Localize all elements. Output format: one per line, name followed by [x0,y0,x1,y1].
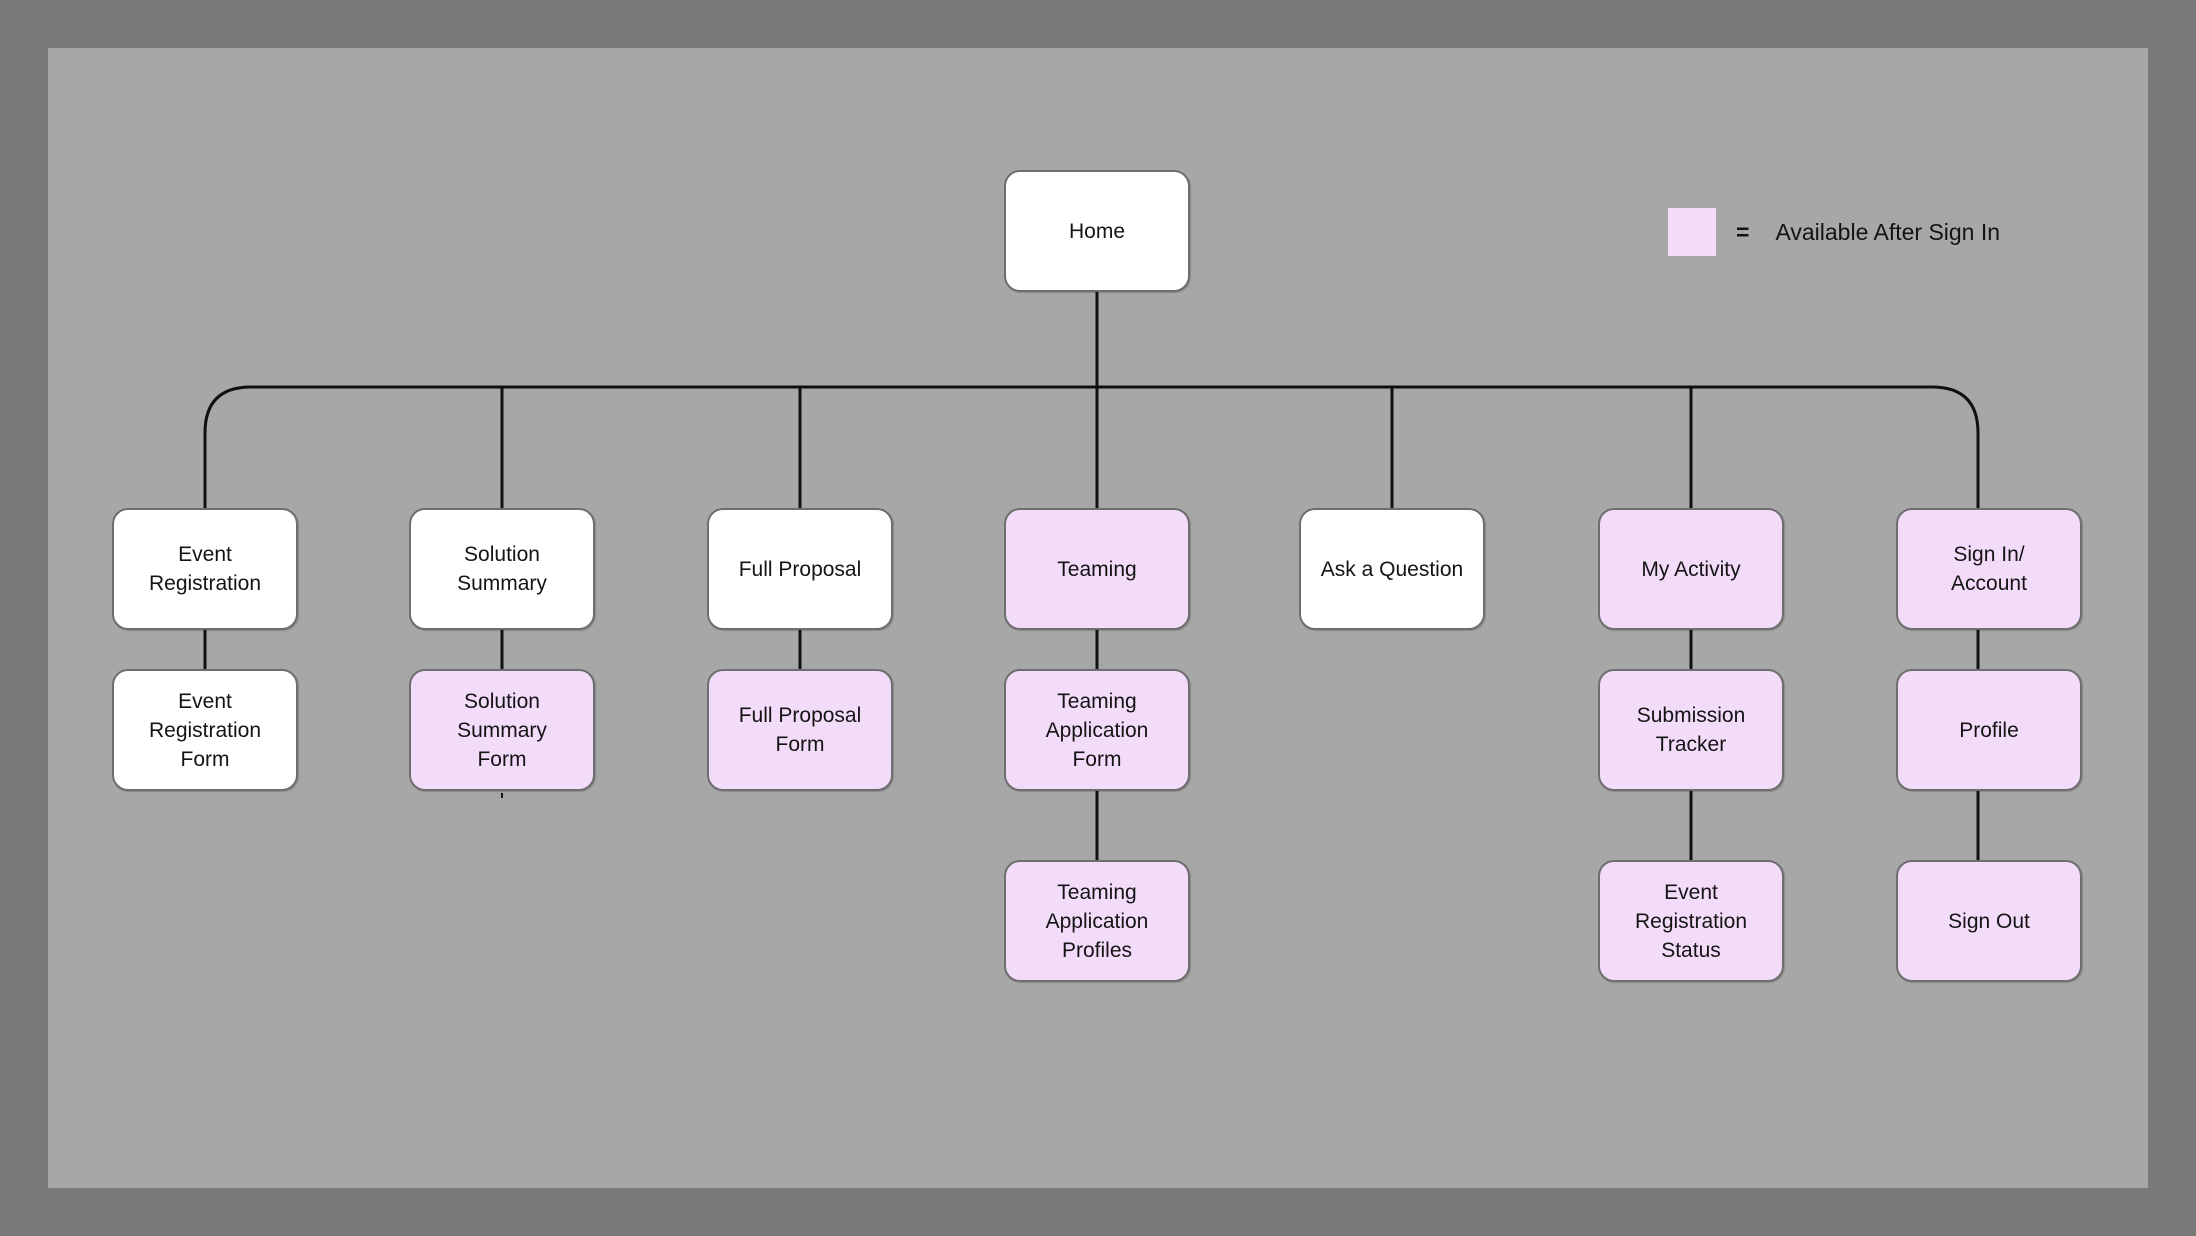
node-full-proposal-label: Full Proposal [738,557,862,581]
node-my-activity: My Activity [1598,508,1784,630]
node-teaming-application-form-label: Teaming Application Form [1045,689,1149,771]
node-submission-tracker: Submission Tracker [1598,669,1784,791]
node-ask-a-question-label: Ask a Question [1320,557,1464,581]
node-event-registration-status-label: Event Registration Status [1634,880,1748,962]
node-profile: Profile [1896,669,2082,791]
node-solution-summary: Solution Summary [409,508,595,630]
node-teaming: Teaming [1004,508,1190,630]
node-sign-out: Sign Out [1896,860,2082,982]
node-event-registration-form-label: Event Registration Form [148,689,262,771]
node-sign-out-label: Sign Out [1948,909,2030,933]
node-teaming-application-form: Teaming Application Form [1004,669,1190,791]
node-my-activity-label: My Activity [1641,557,1741,581]
node-teaming-application-profiles-label: Teaming Application Profiles [1045,880,1149,962]
node-teaming-application-profiles: Teaming Application Profiles [1004,860,1190,982]
node-profile-label: Profile [1959,718,2019,742]
node-event-registration-label: Event Registration [148,543,262,595]
node-solution-summary-form: Solution Summary Form [409,669,595,791]
node-solution-summary-label: Solution Summary [457,543,547,595]
node-submission-tracker-label: Submission Tracker [1636,704,1746,756]
node-ask-a-question: Ask a Question [1299,508,1485,630]
node-home-label: Home [1068,219,1126,243]
node-full-proposal: Full Proposal [707,508,893,630]
node-home: Home [1004,170,1190,292]
node-sign-in-account-label: Sign In/ Account [1951,543,2027,595]
legend-label: Available After Sign In [1775,218,2001,245]
node-full-proposal-form: Full Proposal Form [707,669,893,791]
node-event-registration: Event Registration [112,508,298,630]
node-sign-in-account: Sign In/ Account [1896,508,2082,630]
legend: = Available After Sign In [1668,206,2000,258]
node-event-registration-form: Event Registration Form [112,669,298,791]
node-solution-summary-form-label: Solution Summary Form [457,689,547,771]
node-full-proposal-form-label: Full Proposal Form [738,704,862,756]
node-teaming-label: Teaming [1057,557,1137,581]
node-event-registration-status: Event Registration Status [1598,860,1784,982]
legend-equals-sign: = [1736,218,1750,245]
legend-signin-swatch [1668,208,1716,256]
